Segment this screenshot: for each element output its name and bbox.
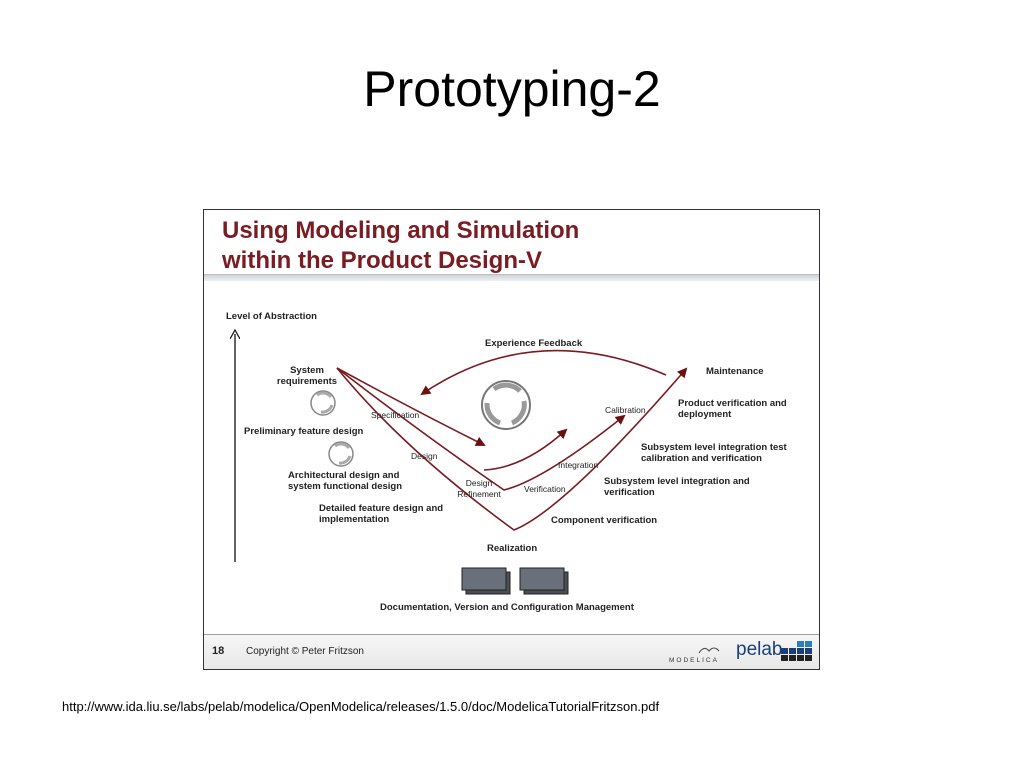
modelica-logo-text: MODELICA <box>669 657 719 664</box>
label-design: Design <box>411 451 438 461</box>
page-number: 18 <box>212 645 225 657</box>
figure-title: Using Modeling and Simulation within the… <box>222 216 579 276</box>
inner-label: Design <box>465 478 493 488</box>
stage-system-requirements: System requirements <box>272 365 342 387</box>
stage-label: Subsystem level integration and <box>604 476 750 487</box>
stage-label: requirements <box>276 376 338 387</box>
cycle-icon-small-2 <box>328 441 354 467</box>
pelab-logo-text: pelab <box>736 639 783 660</box>
stage-component-verification: Component verification <box>551 515 658 526</box>
experience-feedback-arc <box>420 349 667 396</box>
design-v-diagram <box>204 210 688 595</box>
stage-architectural-design: Architectural design and system function… <box>288 470 402 492</box>
stage-preliminary-feature-design: Preliminary feature design <box>244 426 364 437</box>
inner-label: Refinement <box>457 489 501 499</box>
stage-subsystem-integration: Subsystem level integration and verifica… <box>604 476 750 498</box>
figure-title-line2: within the Product Design-V <box>222 247 543 274</box>
stage-label: Product verification and <box>678 398 787 409</box>
cycle-icon-small-1 <box>310 390 336 416</box>
inner-v-curve <box>336 367 486 446</box>
integration-curve <box>483 428 568 471</box>
stage-label: verification <box>604 487 655 498</box>
copyright-text: Copyright © Peter Fritzson <box>246 646 364 657</box>
cycle-icon-large <box>481 380 531 430</box>
slide-title: Prototyping-2 <box>363 61 661 117</box>
stage-label: Architectural design and <box>288 470 400 481</box>
label-verification: Verification <box>524 484 566 494</box>
outer-v-curve <box>336 367 688 531</box>
stage-label: calibration and verification <box>641 453 762 464</box>
label-design-refinement: Design Refinement <box>451 478 507 500</box>
title-divider <box>204 274 819 281</box>
stage-realization: Realization <box>487 543 538 554</box>
document-stack-icon-2 <box>519 567 569 595</box>
stage-label: deployment <box>678 409 732 420</box>
stage-label: System <box>290 365 324 376</box>
stage-label: Detailed feature design and <box>319 503 444 514</box>
modelica-logo-icon: MODELICA <box>669 643 749 665</box>
figure-title-line1: Using Modeling and Simulation <box>222 217 580 244</box>
stage-subsystem-integration-test: Subsystem level integration test calibra… <box>641 442 787 464</box>
label-experience-feedback: Experience Feedback <box>485 338 583 349</box>
document-stack-icon-1 <box>461 567 511 595</box>
label-integration: Integration <box>558 460 599 470</box>
axis-label: Level of Abstraction <box>226 311 317 322</box>
product-design-v-figure: Using Modeling and Simulation within the… <box>203 209 820 670</box>
figure-footer: 18 Copyright © Peter Fritzson MODELICA p… <box>204 634 819 669</box>
label-specification: Specification <box>371 410 420 420</box>
documentation-label: Documentation, Version and Configuration… <box>380 602 634 613</box>
stage-product-verification: Product verification and deployment <box>678 398 787 420</box>
stage-label: Subsystem level integration test <box>641 442 787 453</box>
label-calibration: Calibration <box>605 405 646 415</box>
pelab-logo-icon <box>781 641 813 661</box>
stage-maintenance: Maintenance <box>706 366 764 377</box>
stage-label: implementation <box>319 514 390 525</box>
middle-v-curve <box>336 367 626 491</box>
source-url-link[interactable]: http://www.ida.liu.se/labs/pelab/modelic… <box>62 699 660 714</box>
stage-detailed-feature-design: Detailed feature design and implementati… <box>319 503 443 525</box>
stage-label: system functional design <box>288 481 403 492</box>
